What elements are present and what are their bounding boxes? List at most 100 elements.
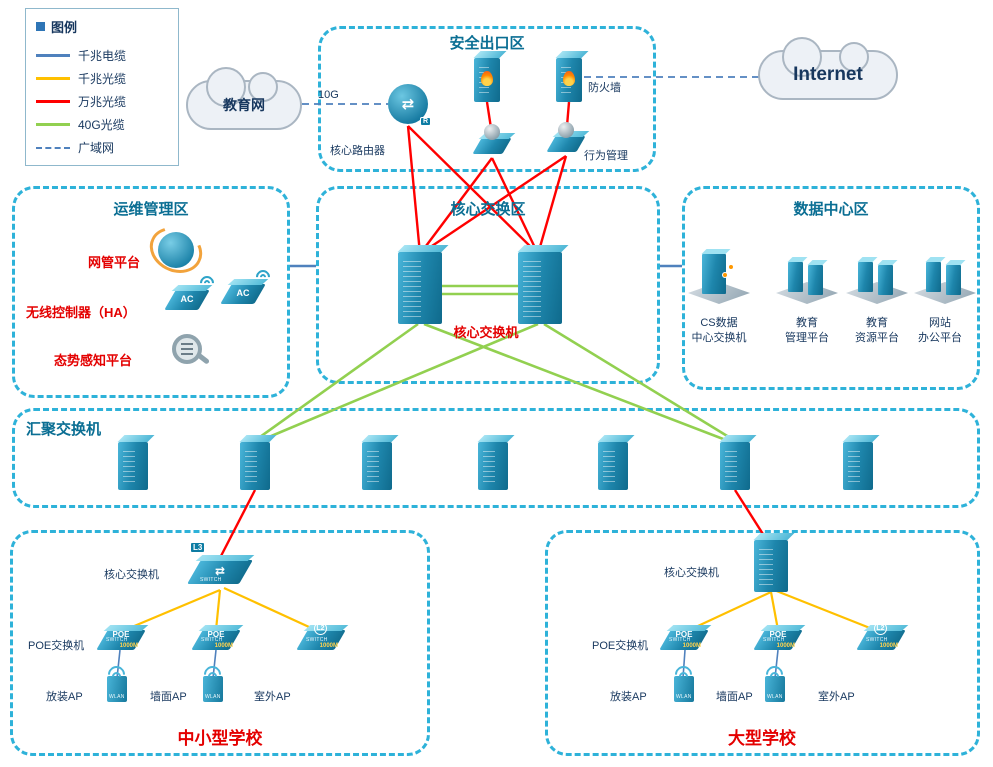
stack-port-icon <box>728 264 734 270</box>
security-zone-title: 安全出口区 <box>449 35 525 52</box>
core-switch-1-icon <box>398 252 442 324</box>
40g-fiber-line-swatch <box>36 123 70 126</box>
switch-text: SWITCH <box>669 637 691 643</box>
legend-item-gigabit-cable: 千兆电缆 <box>36 44 168 67</box>
internet-label: Internet <box>793 64 863 85</box>
dc-label-line2: 办公平台 <box>918 332 962 344</box>
uplink-10g-label: 10G <box>318 89 339 101</box>
agg-switch-4-icon <box>478 442 508 490</box>
aggregation-zone-title: 汇聚交换机 <box>26 421 102 438</box>
stack-port-icon <box>722 272 728 278</box>
behavior-mgmt-label: 行为管理 <box>584 150 628 162</box>
large-school-poe-label: POE交换机 <box>592 640 649 652</box>
legend-item-40g-fiber: 40G光缆 <box>36 113 168 136</box>
dc-edu-mgmt-device <box>776 236 838 304</box>
legend-bullet-icon <box>36 22 45 31</box>
l3-badge: L3 <box>190 542 206 553</box>
agg-switch-1-icon <box>118 442 148 490</box>
large-school-core-switch-icon <box>754 540 788 592</box>
speed-text: 1000M <box>319 643 338 649</box>
nms-platform-label: 网管平台 <box>88 255 141 270</box>
agg-switch-5-icon <box>598 442 628 490</box>
wlan-text: WLAN <box>767 694 783 700</box>
wlan-text: WLAN <box>109 694 125 700</box>
platform-base <box>846 282 908 304</box>
small-school-core-l3-switch-icon: L3 ⇄ SWITCH <box>190 542 246 584</box>
speed-text: 1000M <box>682 643 701 649</box>
dc-label-line2: 资源平台 <box>855 332 899 344</box>
datacenter-zone-title: 数据中心区 <box>793 201 869 218</box>
switch-text: SWITCH <box>763 637 785 643</box>
small-school-ap-ceiling-label: 放装AP <box>46 691 83 703</box>
small-school-ap-wall-label: 墙面AP <box>150 691 187 703</box>
dc-label-line1: CS数据 <box>700 317 738 329</box>
dc-edu-resource-label: 教育 资源平台 <box>836 316 918 346</box>
flame-icon <box>563 71 575 86</box>
small-school-ap-outdoor-label: 室外AP <box>254 691 291 703</box>
dc-edu-resource-device <box>846 236 908 304</box>
ac-badge: AC <box>180 294 194 304</box>
wan-line-swatch <box>36 146 70 149</box>
agg-switch-3-icon <box>362 442 392 490</box>
l2-badge: L2 <box>874 622 887 635</box>
l2-badge: L2 <box>314 622 327 635</box>
platform-base <box>914 282 976 304</box>
router-arrows-icon: ⇄ <box>401 95 415 113</box>
poe-badge: POE <box>207 630 225 639</box>
situation-awareness-label: 态势感知平台 <box>54 353 133 368</box>
wlan-text: WLAN <box>676 694 692 700</box>
legend-item-label: 万兆光缆 <box>78 95 127 109</box>
speed-text: 1000M <box>879 643 898 649</box>
small-school-ap-wall-icon: WLAN <box>203 676 223 702</box>
dc-label-line1: 教育 <box>866 317 888 329</box>
globe-icon <box>484 124 500 140</box>
core-zone-title: 核心交换区 <box>450 201 526 218</box>
utm-firewall-1-icon <box>474 58 500 102</box>
speed-text: 1000M <box>214 643 233 649</box>
large-school-ap-wall-icon: WLAN <box>765 676 785 702</box>
education-network-label: 教育网 <box>223 97 265 113</box>
ac-controller-2-icon: AC <box>226 284 260 304</box>
core-switch-2-icon <box>518 252 562 324</box>
small-school-poe-switch-1-icon: POE SWITCH 1000M <box>102 630 140 650</box>
large-school-poe-switch-2-icon: POE SWITCH 1000M <box>759 630 797 650</box>
large-school-poe-switch-1-icon: POE SWITCH 1000M <box>665 630 703 650</box>
legend-title: 图例 <box>51 20 78 35</box>
ac-controller-1-icon: AC <box>170 290 204 310</box>
dc-label-line2: 中心交换机 <box>691 332 747 344</box>
dc-web-office-label: 网站 办公平台 <box>900 316 980 346</box>
dc-label-line1: 教育 <box>796 317 818 329</box>
dc-cs-switch-device <box>688 236 750 304</box>
legend-item-label: 千兆光缆 <box>78 72 127 86</box>
agg-switch-7-icon <box>843 442 873 490</box>
large-school-ap-wall-label: 墙面AP <box>716 691 753 703</box>
legend-header: 图例 <box>36 17 168 36</box>
education-network-cloud: 教育网 <box>186 67 302 130</box>
wifi-waves-icon <box>256 270 270 284</box>
small-school-ap-ceiling-icon: WLAN <box>107 676 127 702</box>
wireless-controller-label: 无线控制器（HA） <box>26 305 136 320</box>
platform-base <box>776 282 838 304</box>
large-school-core-label: 核心交换机 <box>664 567 719 579</box>
dc-cs-switch-label: CS数据 中心交换机 <box>678 316 760 346</box>
flame-icon <box>481 71 493 86</box>
switch-text: SWITCH <box>306 637 328 643</box>
situation-awareness-icon <box>172 334 202 364</box>
utm-firewall-2-icon <box>556 58 582 102</box>
core-router-icon: ⇄ R <box>388 84 431 126</box>
server-tower <box>808 265 823 295</box>
ac-badge: AC <box>236 288 250 298</box>
legend-item-10g-fiber: 万兆光缆 <box>36 90 168 113</box>
large-school-ap-outdoor-label: 室外AP <box>818 691 855 703</box>
agg-switch-6-icon <box>720 442 750 490</box>
nms-platform-icon <box>158 232 194 268</box>
legend-item-label: 千兆电缆 <box>78 49 127 63</box>
router-badge: R <box>419 117 431 126</box>
legend-item-wan: 广域网 <box>36 136 168 159</box>
switch-text: SWITCH <box>201 637 223 643</box>
server-tower <box>946 265 961 295</box>
server-tower <box>788 262 803 292</box>
dc-label-line1: 网站 <box>929 317 951 329</box>
legend-item-gigabit-fiber: 千兆光缆 <box>36 67 168 90</box>
